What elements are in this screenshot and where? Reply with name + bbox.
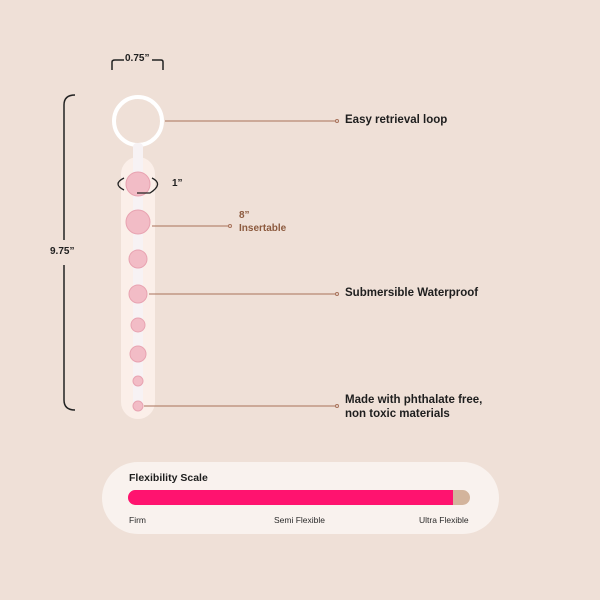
width-label: 0.75” — [125, 53, 150, 64]
retrieval-loop — [112, 95, 164, 147]
length-label: 9.75” — [50, 246, 75, 257]
insertable-text: Insertable — [239, 223, 287, 234]
length-bracket — [63, 94, 76, 411]
rotation-arrow-icon — [117, 177, 159, 194]
flexibility-title: Flexibility Scale — [129, 472, 208, 484]
scale-label-semi: Semi Flexible — [274, 515, 326, 525]
scale-label-firm: Firm — [129, 515, 146, 525]
width-bracket — [111, 59, 164, 70]
scale-label-ultra: Ultra Flexible — [419, 515, 469, 525]
insertable-length: 8” — [239, 210, 250, 221]
flexibility-bar-fill — [128, 490, 453, 505]
flexibility-bar — [128, 490, 470, 505]
callout-lines — [144, 119, 339, 408]
bead-size-label: 1” — [172, 178, 183, 189]
callout-materials-line2: non toxic materials — [345, 408, 450, 420]
beads — [125, 171, 151, 412]
callout-materials: Made with phthalate free, non toxic mate… — [345, 393, 482, 421]
product-diagram — [63, 59, 339, 419]
callout-materials-line1: Made with phthalate free, — [345, 394, 483, 406]
callout-loop: Easy retrieval loop — [345, 114, 448, 126]
insertable-label: 8” Insertable — [239, 209, 286, 235]
callout-waterproof: Submersible Waterproof — [345, 287, 479, 299]
